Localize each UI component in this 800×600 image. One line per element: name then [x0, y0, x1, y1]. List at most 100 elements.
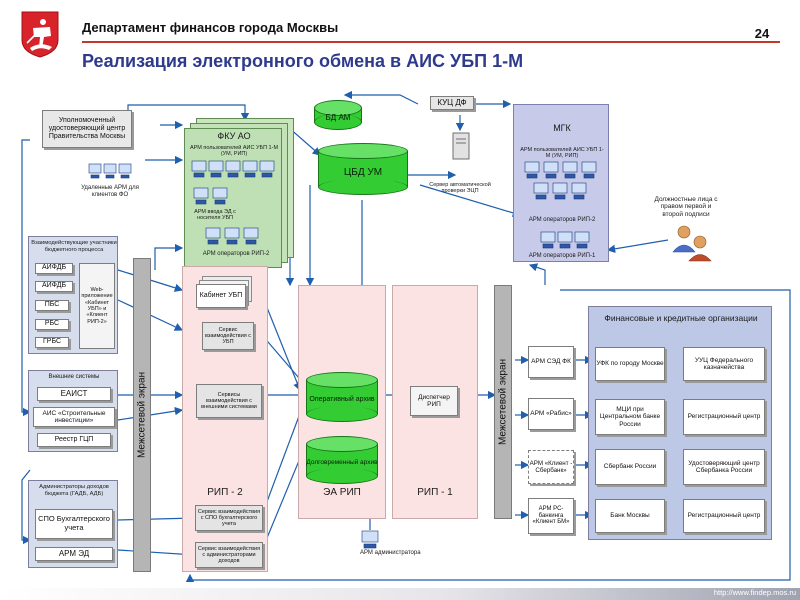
arm-admin-label: АРМ администратора: [360, 550, 421, 556]
header-divider: [82, 41, 780, 43]
dispatcher-box: Диспетчер РИП: [410, 386, 458, 416]
fku-arm-rip2-label: АРМ операторов РИП-2: [202, 251, 270, 257]
arm-sed-box: АРМ СЭД ФК: [528, 346, 574, 378]
service-admin-label: Сервис взаимодействия с администраторами…: [197, 545, 261, 565]
arm-rabis-box: АРМ «Рабис»: [528, 398, 574, 430]
remote-arm-computers: [88, 163, 134, 183]
ea-rip-title: ЭА РИП: [323, 487, 361, 498]
reg-center-1-label: Регистрационный центр: [687, 413, 761, 421]
db-cbd-um-label: ЦБД УМ: [343, 166, 383, 178]
ud-sber-label: Удостоверяющий центр Сбербанка России: [688, 459, 760, 474]
web-app-label: Web-приложение «Кабинет УБП» и «Клиент Р…: [81, 287, 113, 325]
server-icon: [452, 132, 470, 160]
external-systems-title: Внешние системы: [48, 374, 100, 380]
mgk-arm-users-label: АРМ пользователей АИС УБП 1-М (УМ, РИП): [520, 147, 604, 160]
admins-title: Администраторы доходов бюджета (ГАДБ, АД…: [39, 484, 109, 497]
participants-panel: Взаимодействующие участники бюджетного п…: [28, 236, 118, 354]
fin-org-panel: Финансовые и кредитные организации УФК п…: [588, 306, 772, 540]
db-bd-am-label: БД АМ: [325, 112, 351, 122]
services-ext-label: Сервисы взаимодействия с внешними систем…: [201, 391, 257, 411]
aifdb-box-1: АИФДБ: [35, 263, 73, 274]
fku-arm-input-label: АРМ ввода ЭД с носителя УБП: [194, 209, 236, 222]
db-cbd-um: ЦБД УМ: [318, 143, 408, 195]
ud-sber-box: Удостоверяющий центр Сбербанка России: [683, 449, 765, 485]
fku-ao-panel: ФКУ АО АРМ пользователей АИС УБП 1-М (УМ…: [184, 128, 282, 268]
rbs-box: РБС: [35, 319, 69, 330]
kabinet-ubp-box: Кабинет УБП: [196, 284, 246, 308]
officials-people-icon: [670, 224, 714, 262]
kuc-df-box: КУЦ ДФ: [430, 96, 474, 110]
bank-moscow-box: Банк Москвы: [595, 499, 665, 533]
arm-ed-box: АРМ ЭД: [35, 547, 113, 561]
footer-bar: [0, 588, 800, 600]
arm-rs-bank-box: АРМ РС-банкинга «Клиент БМ»: [528, 498, 574, 534]
db-bd-am: БД АМ: [314, 100, 362, 130]
ufk-label: УФК по городу Москве: [596, 360, 664, 368]
spo-buh-box: СПО Бухгалтерского учета: [35, 509, 113, 539]
kuc-df-label: КУЦ ДФ: [437, 98, 467, 108]
ais-invest-box: АИС «Строительные инвестиции»: [33, 407, 115, 427]
aifdb-label-2: АИФДБ: [41, 282, 67, 290]
grbs-label: ГРБС: [42, 338, 62, 346]
ufk-box: УФК по городу Москве: [595, 347, 665, 381]
reestr-label: Реестр ГЦП: [54, 435, 94, 443]
arm-ed-label: АРМ ЭД: [58, 549, 90, 559]
services-ext-box: Сервисы взаимодействия с внешними систем…: [196, 384, 262, 418]
mgk-arm-users-computers: [524, 161, 604, 201]
pbs-box: ПБС: [35, 300, 69, 311]
pbs-label: ПБС: [44, 301, 60, 309]
eaist-label: ЕАИСТ: [60, 389, 88, 399]
db-long-archive: Долговременный архив: [306, 436, 378, 484]
mgk-arm-rip2-label: АРМ операторов РИП-2: [528, 217, 596, 223]
uuc-fed-box: УУЦ Федерального казначейства: [683, 347, 765, 381]
arm-rabis-label: АРМ «Рабис»: [530, 410, 572, 418]
fku-arm-users-computers: [191, 160, 277, 180]
firewall-right: Межсетевой экран: [494, 285, 512, 519]
mci-box: МЦИ при Центральном банке России: [595, 399, 665, 435]
mgk-arm-rip1-computers: [540, 231, 590, 251]
kabinet-ubp-label: Кабинет УБП: [199, 291, 243, 299]
service-ubp-box: Сервис взаимодействия с УБП: [202, 322, 254, 350]
dispatcher-label: Диспетчер РИП: [418, 393, 450, 408]
mci-label: МЦИ при Центральном банке России: [599, 405, 661, 428]
mgk-panel: МГК АРМ пользователей АИС УБП 1-М (УМ, Р…: [513, 104, 609, 262]
remote-arm-label: Удаленные АРМ для клиентов ФО: [81, 185, 139, 198]
footer-url[interactable]: http://www.findep.mos.ru: [713, 588, 796, 597]
web-app-box: Web-приложение «Кабинет УБП» и «Клиент Р…: [79, 263, 115, 349]
arm-client-sber-box: АРМ «Клиент - Сбербанк»: [528, 450, 574, 484]
fku-arm-users-label: АРМ пользователей АИС УБП 1-М (УМ, РИП): [189, 145, 279, 158]
spo-buh-label: СПО Бухгалтерского учета: [38, 514, 110, 532]
server-check-label: Сервер автоматической проверки ЭЦП: [429, 182, 491, 195]
officials-label: Должностные лица с правом первой и второ…: [654, 196, 718, 218]
oper-archive-label: Оперативный архив: [309, 396, 375, 404]
firewall-right-label: Межсетевой экран: [497, 358, 509, 446]
fku-arm-rip2-computers: [205, 227, 265, 247]
grbs-box: ГРБС: [35, 337, 69, 348]
reg-center-1-box: Регистрационный центр: [683, 399, 765, 435]
admins-panel: Администраторы доходов бюджета (ГАДБ, АД…: [28, 480, 118, 568]
service-ubp-label: Сервис взаимодействия с УБП: [204, 326, 252, 346]
mgk-title: МГК: [553, 123, 571, 133]
eaist-box: ЕАИСТ: [37, 387, 111, 401]
fin-org-title: Финансовые и кредитные организации: [604, 313, 758, 323]
sberbank-label: Сбербанк России: [603, 463, 657, 471]
arm-client-sber-label: АРМ «Клиент - Сбербанк»: [529, 459, 573, 474]
bank-moscow-label: Банк Москвы: [610, 512, 650, 520]
rip2-title: РИП - 2: [207, 487, 243, 498]
external-systems-panel: Внешние системы ЕАИСТ АИС «Строительные …: [28, 370, 118, 452]
participants-title: Взаимодействующие участники бюджетного п…: [31, 240, 117, 253]
arm-admin-computer: [360, 530, 382, 550]
authorized-certificate-center-label: Уполномоченный удостоверяющий центр Прав…: [48, 116, 126, 141]
long-archive-label: Долговременный архив: [306, 459, 378, 467]
moscow-coat-of-arms-logo: [20, 10, 60, 58]
rbs-label: РБС: [44, 320, 60, 328]
arm-sed-label: АРМ СЭД ФК: [531, 358, 571, 366]
sberbank-box: Сбербанк России: [595, 449, 665, 485]
reestr-box: Реестр ГЦП: [37, 433, 111, 447]
fku-ao-title: ФКУ АО: [217, 131, 251, 141]
db-oper-archive: Оперативный архив: [306, 372, 378, 422]
firewall-left: Межсетевой экран: [133, 258, 151, 572]
mgk-arm-rip1-label: АРМ операторов РИП-1: [528, 253, 596, 259]
rip1-title: РИП - 1: [417, 487, 453, 498]
